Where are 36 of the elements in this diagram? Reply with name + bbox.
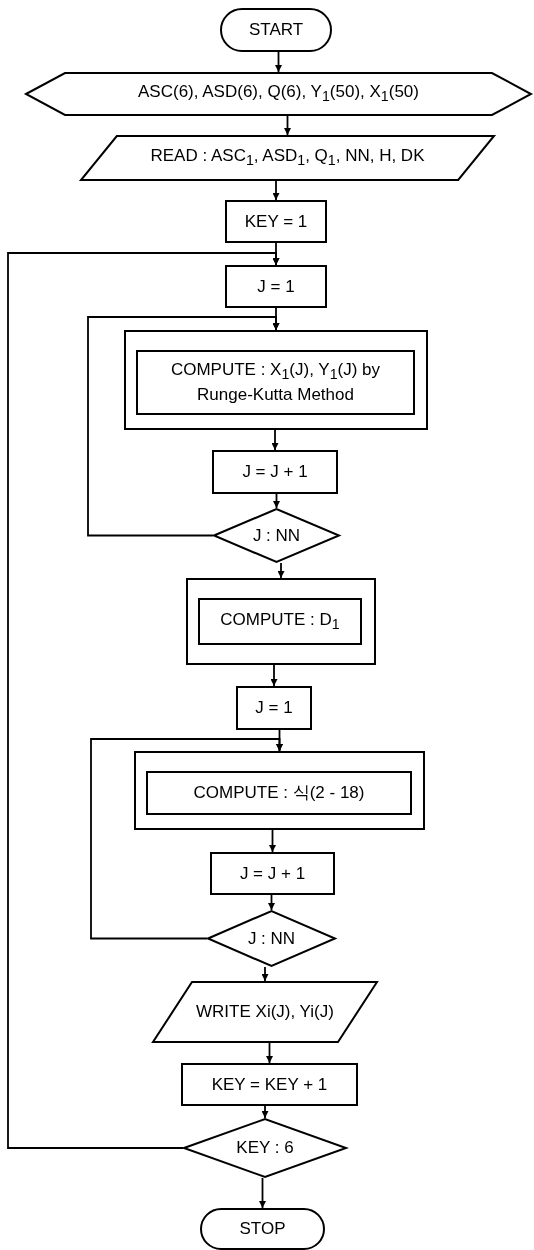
arrow (275, 51, 282, 73)
process-box: J = 1 (225, 265, 327, 308)
arrow (261, 966, 269, 982)
predefined-process-box (134, 751, 425, 830)
terminal-box: START (220, 8, 332, 52)
arrow (284, 115, 291, 136)
process-box: COMPUTE : 식(2 - 18) (146, 771, 412, 815)
input-output-parallelogram: READ : ASC$_{1}$, ASD$_{1}$, Q$_{1}$, NN, H, DK (80, 135, 495, 181)
arrow (266, 1042, 273, 1064)
arrow (261, 1105, 269, 1119)
decision-diamond: J : NN (207, 910, 336, 967)
arrow (7, 252, 280, 1149)
arrow (270, 664, 278, 687)
arrow (271, 429, 279, 451)
terminal-box: STOP (200, 1208, 325, 1250)
decision-diamond: KEY : 6 (183, 1118, 347, 1178)
arrow (273, 493, 280, 509)
process-box: J = J + 1 (210, 852, 335, 895)
preparation-hexagon: ASC(6), ASD(6), Q(6), Y$_{1}$(50), X$_{1}$(50) (25, 72, 532, 116)
arrow (268, 894, 275, 911)
process-box: COMPUTE : D$_{1}$ (198, 598, 362, 645)
arrow (87, 316, 280, 537)
arrow (277, 562, 285, 579)
process-box: J = J + 1 (212, 450, 338, 494)
arrow (259, 1177, 266, 1209)
process-box: KEY = 1 (225, 200, 327, 243)
arrow (269, 829, 276, 853)
process-box: J = 1 (236, 686, 312, 730)
predefined-process-box (124, 330, 428, 430)
process-box: COMPUTE : X$_{1}$(J), Y$_{1}$(J) by Runge-Kutta Method (136, 350, 415, 415)
decision-diamond: J : NN (213, 508, 340, 563)
process-box: KEY = KEY + 1 (181, 1063, 358, 1106)
input-output-parallelogram: WRITE Xi(J), Yi(J) (152, 981, 378, 1043)
arrow (90, 738, 283, 940)
predefined-process-box (186, 578, 376, 665)
arrow (272, 180, 280, 201)
